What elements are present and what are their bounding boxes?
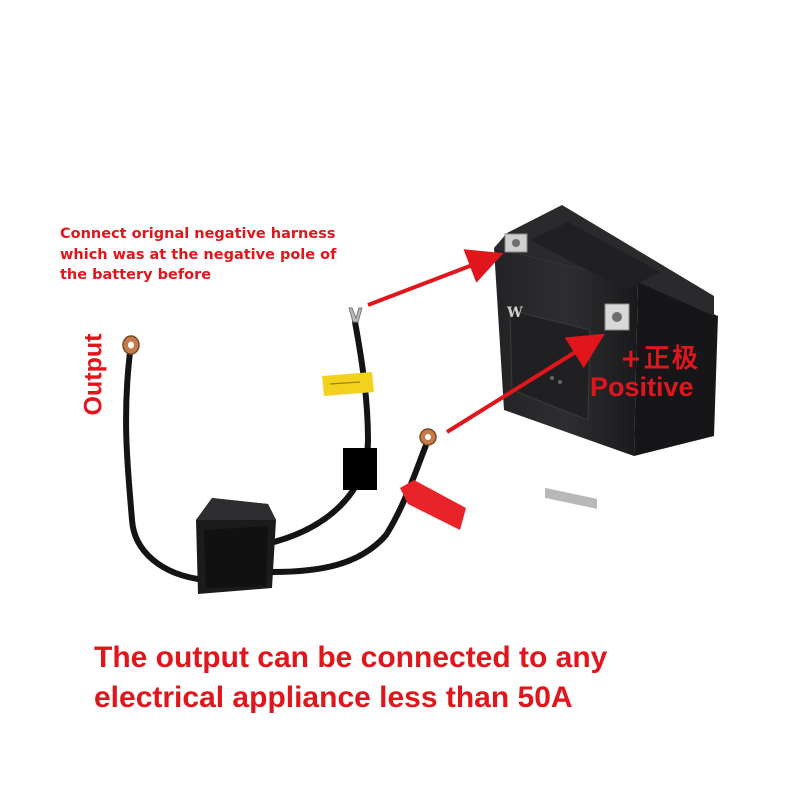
red-tape: [400, 480, 466, 530]
harness-note-line-2: which was at the negative pole of: [60, 246, 337, 263]
negative-arrow: [367, 249, 504, 307]
battery-vent: [550, 376, 554, 380]
harness-note: Connect orignal negative harness which w…: [60, 224, 336, 286]
positive-arrow: [445, 333, 605, 434]
negative-harness-cable: [259, 319, 372, 548]
controller-module: [196, 498, 276, 594]
output-label: Output: [79, 333, 108, 416]
cables: [123, 319, 431, 583]
harness-note-line-3: the battery before: [60, 267, 212, 283]
positive-cable: [269, 437, 431, 575]
caption: The output can be connected to any elect…: [94, 638, 607, 718]
negative-fork-terminal: [348, 307, 363, 323]
battery-label-stripe: [545, 487, 597, 509]
battery-side-face: [634, 282, 718, 456]
positive-label-en: Positive: [590, 372, 694, 402]
black-block: [343, 448, 377, 490]
negative-terminal: [504, 233, 528, 253]
positive-label-cn: +正极: [620, 344, 700, 374]
battery-brand-mark: W: [507, 305, 523, 321]
battery-vent: [558, 380, 562, 384]
positive-terminal: [604, 303, 630, 331]
caption-line-1: The output can be connected to any: [94, 641, 608, 674]
positive-ring-terminal: [419, 428, 437, 446]
caption-line-2: electrical appliance less than 50A: [94, 681, 573, 714]
output-cable: [123, 349, 208, 583]
yellow-tape: [322, 372, 374, 396]
battery-lid-recess: [530, 222, 660, 290]
harness-note-line-1: Connect orignal negative harness: [60, 226, 336, 242]
output-ring-terminal: [122, 335, 140, 355]
